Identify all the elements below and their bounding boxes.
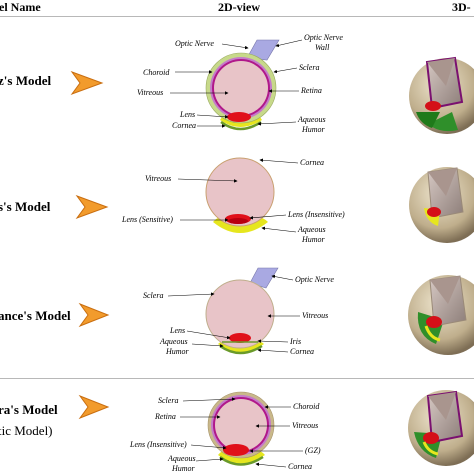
- optic-nerve-shape: [249, 267, 279, 289]
- pointer-arrow-icon: [70, 70, 104, 96]
- label-gz: (GZ): [305, 446, 321, 455]
- labels-model-3: Optic Nerve Sclera Vitreous Lens Aqueous…: [143, 274, 334, 356]
- pointer-arrow-icon: [75, 194, 109, 220]
- label-cornea: Cornea: [290, 347, 314, 356]
- label-optic-nerve-wall-2: Wall: [315, 43, 330, 52]
- label-optic-nerve-wall: Optic Nerve: [304, 33, 343, 42]
- label-humor: Humor: [301, 125, 326, 134]
- column-header-model-name: el Name: [0, 0, 41, 14]
- label-cornea: Cornea: [288, 462, 312, 471]
- model-name-3: ance's Model: [0, 308, 71, 323]
- label-optic-nerve: Optic Nerve: [295, 275, 334, 284]
- model-name-2: s's Model: [0, 199, 51, 214]
- label-vitreous: Vitreous: [137, 88, 163, 97]
- model-subtitle-4: tic Model): [0, 423, 53, 438]
- eye-2d-model-3: [205, 267, 279, 355]
- label-lens-insensitive: Lens (Insensitive): [129, 440, 187, 449]
- label-retina: Retina: [154, 412, 176, 421]
- label-aqueous: Aqueous: [297, 115, 326, 124]
- label-lens: Lens: [169, 326, 185, 335]
- eye-2d-model-2: [205, 157, 275, 233]
- labels-model-1: Optic Nerve Optic Nerve Wall Choroid Scl…: [137, 33, 343, 134]
- label-aqueous: Aqueous: [159, 337, 188, 346]
- label-sclera: Sclera: [299, 63, 319, 72]
- eye-2d-model-1: [205, 39, 280, 131]
- column-header-3d-view: 3D-: [452, 0, 471, 14]
- labels-model-2: Cornea Vitreous Lens (Sensitive) Lens (I…: [121, 158, 345, 244]
- label-humor: Humor: [165, 347, 190, 356]
- label-iris: Iris: [289, 337, 301, 346]
- label-lens-insensitive: Lens (Insensitive): [287, 210, 345, 219]
- eye-3d-model-3: [408, 275, 474, 355]
- label-humor: Humor: [171, 464, 196, 473]
- label-vitreous: Vitreous: [292, 421, 318, 430]
- eye-2d-model-4: [207, 391, 275, 466]
- label-lens: Lens: [179, 110, 195, 119]
- eye-3d-model-2: [409, 167, 474, 243]
- label-vitreous: Vitreous: [302, 311, 328, 320]
- label-sclera: Sclera: [143, 291, 163, 300]
- eye-3d-model-1: [409, 56, 474, 134]
- label-aqueous: Aqueous: [297, 225, 326, 234]
- pointer-arrow-icon: [78, 394, 110, 420]
- model-name-1: z's Model: [0, 73, 52, 88]
- label-optic-nerve: Optic Nerve: [175, 39, 214, 48]
- label-choroid: Choroid: [293, 402, 320, 411]
- label-cornea: Cornea: [300, 158, 324, 167]
- label-sclera: Sclera: [158, 396, 178, 405]
- label-choroid: Choroid: [143, 68, 170, 77]
- column-header-2d-view: 2D-view: [218, 0, 260, 14]
- label-cornea: Cornea: [172, 121, 196, 130]
- pointer-arrow-icon: [78, 302, 110, 328]
- header-divider: [0, 16, 474, 17]
- label-aqueous: Aqueous: [167, 454, 196, 463]
- label-lens-sensitive: Lens (Sensitive): [121, 215, 173, 224]
- label-humor: Humor: [301, 235, 326, 244]
- labels-model-4: Sclera Choroid Retina Vitreous Lens (Ins…: [129, 396, 321, 473]
- eye-3d-model-4: [408, 390, 474, 466]
- label-vitreous: Vitreous: [145, 174, 171, 183]
- label-retina: Retina: [300, 86, 322, 95]
- model-name-4: ra's Model: [0, 402, 58, 417]
- row-divider: [0, 378, 474, 379]
